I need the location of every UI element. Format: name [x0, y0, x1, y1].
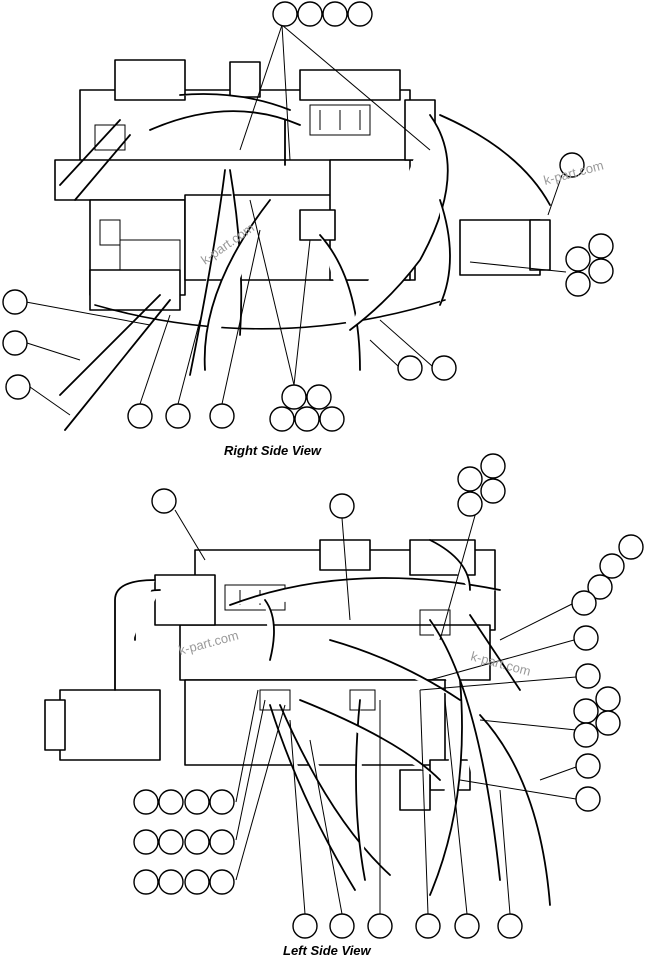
right-engine-body [54, 59, 551, 431]
right-callouts [2, 1, 614, 432]
right-side-view-caption: Right Side View [224, 443, 322, 458]
left-callouts [133, 453, 644, 939]
right-side-view: k-part.com k-part.com Right Side View [2, 1, 614, 458]
left-engine-body [44, 539, 551, 906]
left-side-view: k-part.com k-part.com Left Side View [44, 453, 644, 957]
left-side-view-caption: Left Side View [283, 943, 372, 957]
